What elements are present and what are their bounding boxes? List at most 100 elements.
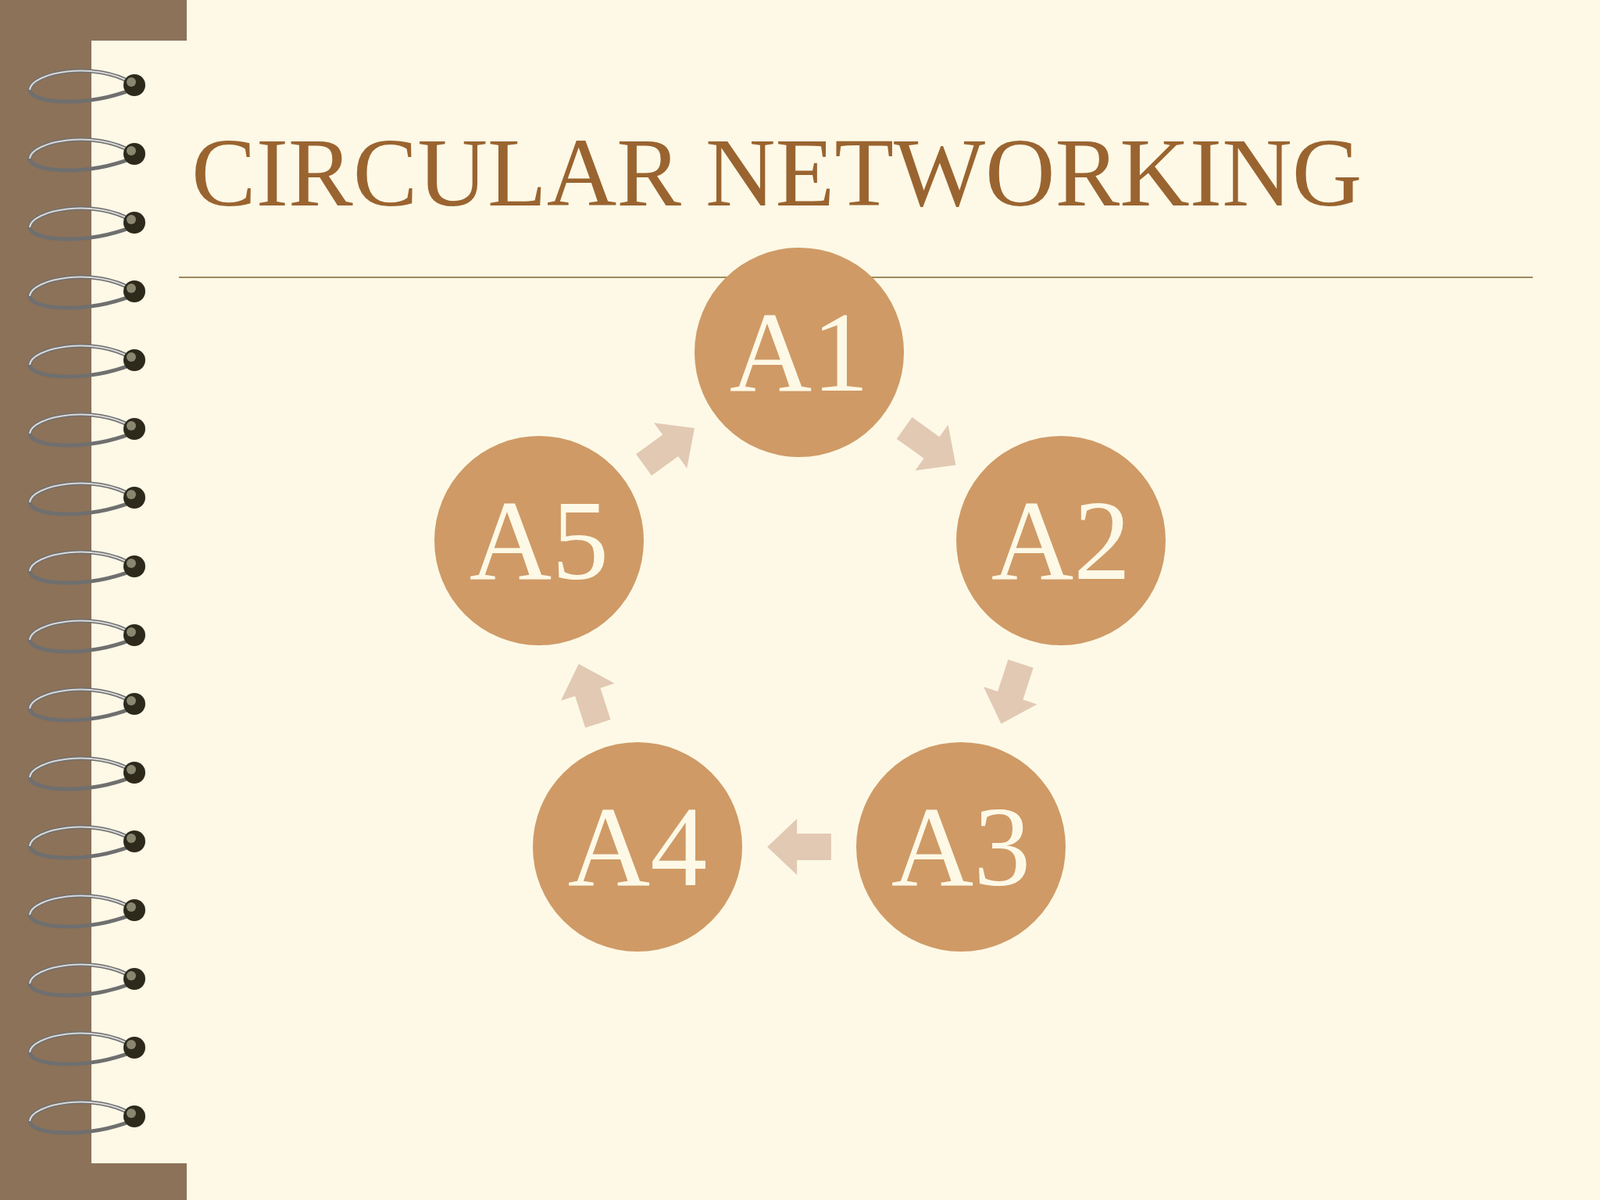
node-label: A3 bbox=[891, 789, 1031, 904]
ring-hole-shine bbox=[126, 352, 136, 362]
ring-hole-shine bbox=[126, 764, 136, 775]
ring-highlight bbox=[29, 1102, 133, 1122]
ring-hole-shine bbox=[126, 971, 136, 981]
spiral-ring bbox=[29, 758, 146, 790]
spiral-ring bbox=[29, 71, 146, 103]
spiral-ring bbox=[29, 1102, 146, 1134]
ring-hole-shine bbox=[126, 558, 136, 568]
block-arrow bbox=[983, 659, 1037, 724]
node-label: A4 bbox=[567, 789, 708, 904]
ring-hole-shine bbox=[126, 77, 136, 87]
spiral-ring bbox=[29, 1033, 146, 1065]
binding-strip bbox=[0, 1163, 187, 1200]
ring-wire bbox=[29, 1033, 133, 1065]
ring-highlight bbox=[29, 414, 133, 434]
spiral-ring bbox=[29, 483, 146, 515]
ring-wire bbox=[29, 483, 133, 515]
ring-wire bbox=[29, 621, 133, 653]
ring-highlight bbox=[29, 552, 133, 572]
spiral-rings bbox=[29, 71, 146, 1134]
circle-fill bbox=[434, 435, 644, 646]
ring-highlight bbox=[29, 1033, 133, 1053]
binding-strip bbox=[0, 0, 92, 1200]
block-arrow bbox=[560, 664, 615, 729]
ring-hole bbox=[123, 349, 146, 372]
ring-highlight bbox=[29, 277, 133, 297]
ring-hole-shine bbox=[126, 146, 136, 156]
circle-fill bbox=[956, 435, 1166, 646]
ring-hole bbox=[123, 692, 146, 715]
ring-hole bbox=[123, 211, 146, 234]
node-label: A2 bbox=[991, 483, 1131, 598]
block-arrow bbox=[896, 417, 957, 471]
ring-hole-shine bbox=[126, 1039, 136, 1050]
ring-wire bbox=[29, 208, 133, 240]
ring-hole-shine bbox=[126, 421, 136, 431]
spiral-ring bbox=[29, 346, 146, 378]
ring-wire bbox=[29, 689, 133, 722]
network-circle: A3 bbox=[856, 742, 1066, 952]
ring-hole-shine bbox=[126, 1108, 136, 1118]
spiral-ring bbox=[29, 139, 146, 172]
ring-highlight bbox=[29, 896, 133, 915]
ring-wire bbox=[29, 1102, 133, 1134]
ring-highlight bbox=[29, 689, 133, 709]
ring-wire bbox=[29, 346, 133, 378]
circle-fill bbox=[694, 247, 904, 458]
ring-hole bbox=[123, 1105, 146, 1128]
ring-hole-shine bbox=[126, 833, 136, 843]
ring-highlight bbox=[29, 139, 133, 159]
binding-strip bbox=[0, 0, 187, 41]
ring-highlight bbox=[29, 827, 133, 847]
ring-hole-shine bbox=[126, 902, 136, 912]
ring-hole bbox=[123, 1036, 146, 1059]
spiral-ring bbox=[29, 896, 146, 928]
ring-hole bbox=[123, 142, 146, 165]
ring-highlight bbox=[29, 71, 133, 90]
ring-wire bbox=[29, 827, 133, 859]
spiral-ring bbox=[29, 277, 146, 309]
ring-wire bbox=[29, 552, 133, 584]
ring-highlight bbox=[29, 621, 133, 640]
ring-hole bbox=[123, 486, 146, 509]
spiral-ring bbox=[29, 552, 146, 584]
circle-fill bbox=[856, 742, 1066, 952]
ring-hole bbox=[123, 417, 146, 440]
slide-title: CIRCULAR NETWORKING bbox=[191, 125, 1362, 222]
ring-wire bbox=[29, 414, 133, 447]
ring-wire bbox=[29, 758, 133, 790]
block-arrow bbox=[635, 422, 695, 476]
network-circle: A1 bbox=[694, 247, 904, 458]
ring-wire bbox=[29, 139, 133, 172]
ring-hole-shine bbox=[126, 214, 136, 225]
network-circle: A4 bbox=[532, 742, 743, 952]
node-label: A5 bbox=[469, 483, 609, 598]
ring-highlight bbox=[29, 758, 133, 778]
ring-hole bbox=[123, 555, 146, 578]
ring-hole bbox=[123, 624, 146, 647]
spiral-ring bbox=[29, 208, 146, 240]
ring-highlight bbox=[29, 208, 133, 228]
network-circle: A2 bbox=[956, 435, 1166, 646]
ring-wire bbox=[29, 964, 133, 997]
ring-hole bbox=[123, 761, 146, 784]
ring-wire bbox=[29, 71, 133, 103]
ring-hole-shine bbox=[126, 283, 136, 293]
ring-hole bbox=[123, 280, 146, 303]
spiral-ring bbox=[29, 827, 146, 859]
circle-fill bbox=[532, 742, 743, 952]
ring-wire bbox=[29, 277, 133, 309]
ring-highlight bbox=[29, 964, 133, 984]
spiral-ring bbox=[29, 414, 146, 447]
ring-hole-shine bbox=[126, 627, 136, 637]
spiral-ring bbox=[29, 964, 146, 997]
ring-highlight bbox=[29, 483, 133, 503]
node-label: A1 bbox=[729, 295, 869, 410]
spiral-ring bbox=[29, 689, 146, 722]
spiral-ring bbox=[29, 621, 146, 653]
ring-hole bbox=[123, 899, 146, 922]
ring-hole bbox=[123, 967, 146, 990]
ring-hole-shine bbox=[126, 489, 136, 500]
ring-hole bbox=[123, 74, 146, 97]
